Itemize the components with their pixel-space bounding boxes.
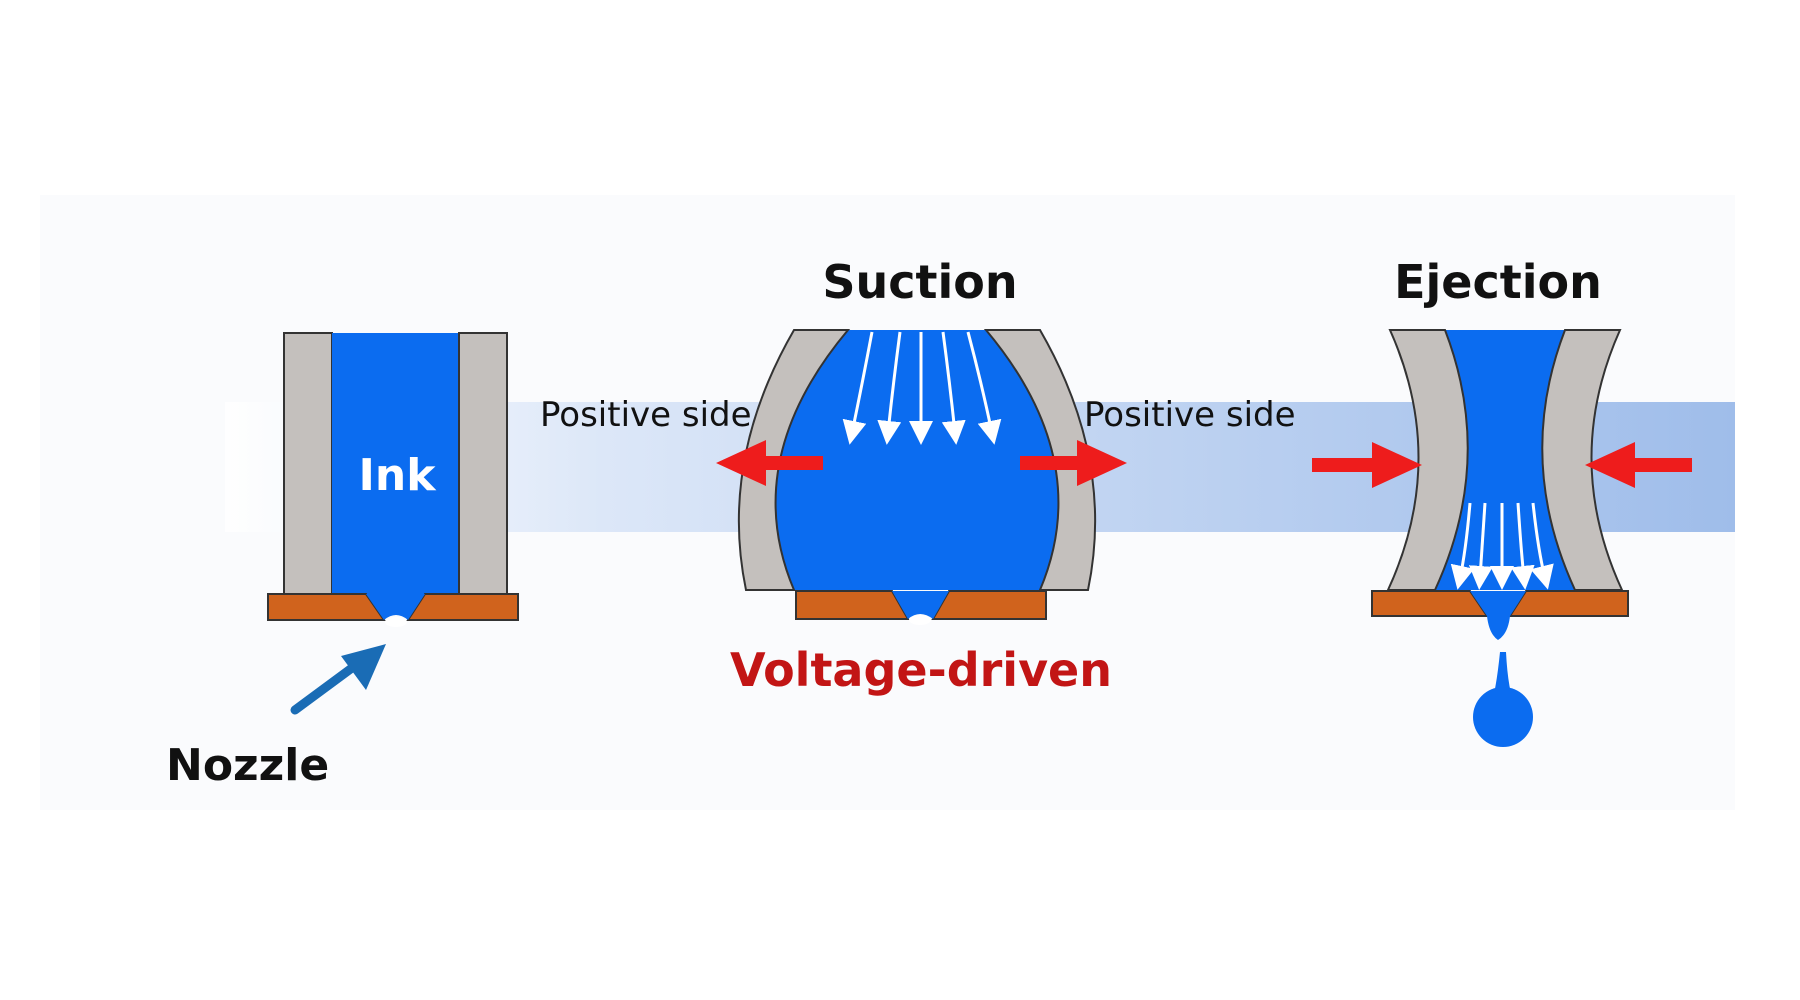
red-inward-arrow-icon: [1312, 442, 1422, 488]
nozzle-label: Nozzle: [166, 740, 329, 791]
suction-ink-body: [775, 330, 1059, 590]
suction-wall-left: [737, 329, 851, 591]
ejection-plate-right: [1508, 590, 1629, 617]
rest-state-chamber: [267, 332, 519, 627]
ejection-plate-left: [1371, 590, 1489, 617]
ejection-flow-arrows: [1450, 502, 1554, 590]
white-down-arrow-icon: [842, 331, 874, 445]
nozzle-plate-left: [267, 593, 386, 621]
suction-title: Suction: [822, 255, 1017, 309]
ink-column: [332, 333, 459, 595]
red-inward-arrow-icon: [1585, 442, 1692, 488]
white-down-arrow-icon: [1450, 502, 1475, 590]
suction-plate-left: [795, 590, 910, 620]
red-outward-arrow-icon: [1020, 440, 1127, 486]
white-down-arrow-icon: [1510, 502, 1535, 590]
suction-meniscus: [892, 591, 949, 619]
left-wall-right: [458, 332, 508, 596]
nozzle-pointer-arrow-icon: [290, 644, 386, 715]
suction-flow-arrows: [842, 331, 1002, 445]
ejection-jet: [1470, 591, 1526, 640]
ejection-title: Ejection: [1394, 255, 1602, 309]
positive-side-label-right: Positive side: [1084, 395, 1296, 435]
nozzle-plate-right: [406, 593, 519, 621]
nozzle-opening: [385, 617, 407, 627]
white-down-arrow-icon: [1468, 502, 1493, 590]
voltage-driven-label: Voltage-driven: [730, 643, 1112, 697]
left-wall-left: [283, 332, 333, 596]
white-down-arrow-icon: [941, 331, 966, 445]
ejection-ink-body: [1435, 330, 1575, 590]
suction-wall-right: [983, 329, 1097, 591]
suction-nozzle-opening: [909, 615, 931, 625]
white-down-arrow-icon: [1530, 502, 1554, 590]
ink-meniscus: [366, 594, 425, 620]
ink-label: Ink: [359, 450, 438, 501]
ejection-state-chamber: [1371, 329, 1629, 640]
positive-side-label-left: Positive side: [540, 395, 752, 435]
white-down-arrow-icon: [877, 331, 902, 445]
suction-state-chamber: [737, 329, 1097, 625]
ink-droplet-icon: [1473, 652, 1533, 747]
red-outward-arrow-icon: [716, 440, 823, 486]
suction-plate-right: [931, 590, 1047, 620]
white-down-arrow-icon: [966, 331, 1002, 445]
